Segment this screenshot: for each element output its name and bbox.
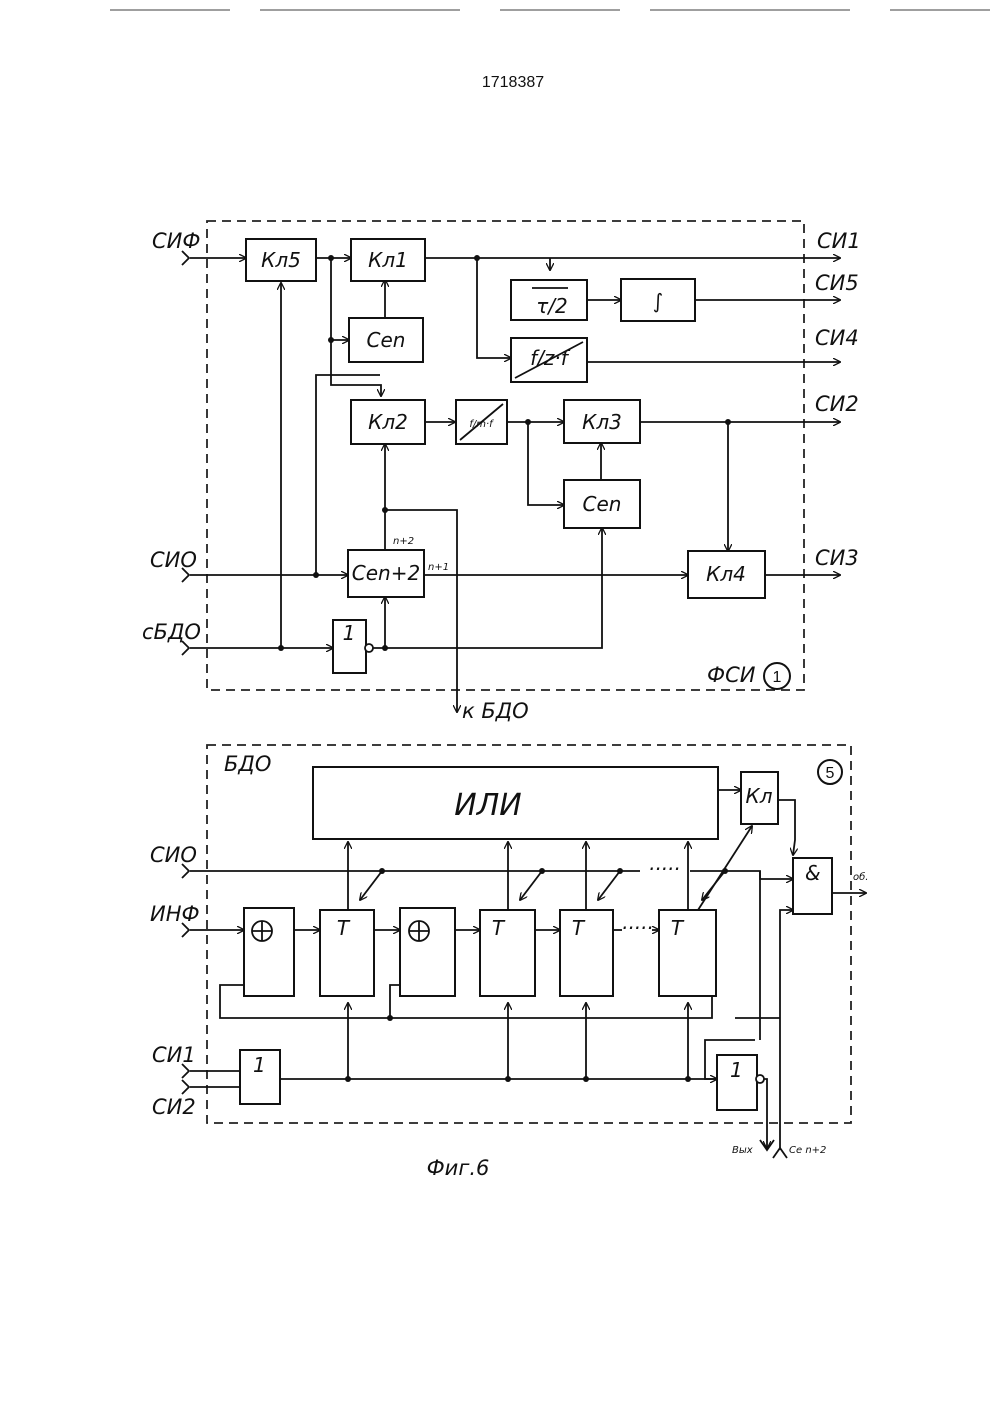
- bdo-input-si2-label: СИ2: [152, 1095, 196, 1119]
- fsi-wires: [190, 258, 840, 712]
- trigger-4-box: [659, 910, 716, 996]
- bdo-name-label: БДО: [224, 752, 271, 776]
- bdo-input-si0-label: СИО: [150, 843, 197, 867]
- output-si5-label: СИ5: [815, 271, 859, 295]
- wire-bdo-cn2: [780, 910, 793, 1150]
- integrator-label: ∫: [653, 289, 663, 313]
- bdo-not-label: 1: [730, 1058, 743, 1082]
- bdo-block: ИЛИ ⊕ T T T T ····· ····· Кл & об. 1 1: [150, 745, 868, 1158]
- bdo-input-inf-label: ИНФ: [150, 902, 200, 926]
- xor-2-box: [400, 908, 455, 996]
- trigger-2-label: T: [492, 916, 506, 940]
- bdo-output-vyh-label: Вых: [732, 1145, 753, 1156]
- trigger-1-label: T: [337, 916, 351, 940]
- figure-caption: Фиг.6: [427, 1156, 490, 1180]
- bdo-output-cn2-label: Се n+2: [789, 1145, 826, 1156]
- pin-n2-label: n+2: [393, 536, 414, 547]
- bus-ellipsis: ·····: [648, 857, 680, 881]
- fsi-name-label: ФСИ: [707, 663, 756, 687]
- kl4-label: Кл4: [706, 562, 746, 586]
- trigger-2-box: [480, 910, 535, 996]
- not1-label: 1: [343, 621, 356, 645]
- trigger-3-box: [560, 910, 613, 996]
- and-label: &: [805, 861, 821, 885]
- input-si0-label: СИО: [150, 548, 197, 572]
- fsi-number-label: 1: [773, 669, 782, 686]
- fsi-block: Кл5 Кл1 Сеn Кл2 τ/2 ∫ f/z·f f/m·f Кл3 Се…: [142, 221, 861, 723]
- patent-number: 1718387: [482, 74, 544, 91]
- output-si2-label: СИ2: [815, 392, 859, 416]
- trigger-3-label: T: [572, 916, 586, 940]
- output-to-bdo-label: к БДО: [462, 699, 529, 723]
- bdo-number-label: 5: [826, 765, 835, 782]
- xor-1-box: [244, 908, 294, 996]
- cn2-label: Сеn+2: [352, 561, 420, 585]
- or-label: ИЛИ: [454, 788, 521, 823]
- output-si1-label: СИ1: [817, 229, 861, 253]
- and-out-label: об.: [853, 871, 868, 883]
- cn-b-label: Сеn: [583, 492, 622, 516]
- output-si4-label: СИ4: [815, 326, 859, 350]
- trigger-4-label: T: [671, 916, 685, 940]
- freq-div-m-label: f/m·f: [469, 419, 494, 430]
- chain-ellipsis: ·····: [621, 916, 653, 940]
- kl3-label: Кл3: [582, 410, 622, 434]
- clock-or-label: 1: [253, 1053, 266, 1077]
- cn-a-label: Сеn: [367, 328, 406, 352]
- pin-n1-label: n+1: [428, 562, 449, 573]
- delay-label: τ/2: [536, 294, 568, 318]
- bdo-input-si1-label: СИ1: [152, 1043, 196, 1067]
- kl-label: Кл: [746, 784, 773, 808]
- wire-vyh: [764, 1079, 767, 1148]
- kl5-label: Кл5: [261, 248, 301, 272]
- kl2-label: Кл2: [368, 410, 408, 434]
- freq-div-z-label: f/z·f: [530, 346, 571, 370]
- output-si3-label: СИ3: [815, 546, 859, 570]
- input-sif-label: СИФ: [152, 229, 200, 253]
- input-from-bdo-label: сБДО: [142, 620, 201, 644]
- kl1-label: Кл1: [368, 248, 408, 272]
